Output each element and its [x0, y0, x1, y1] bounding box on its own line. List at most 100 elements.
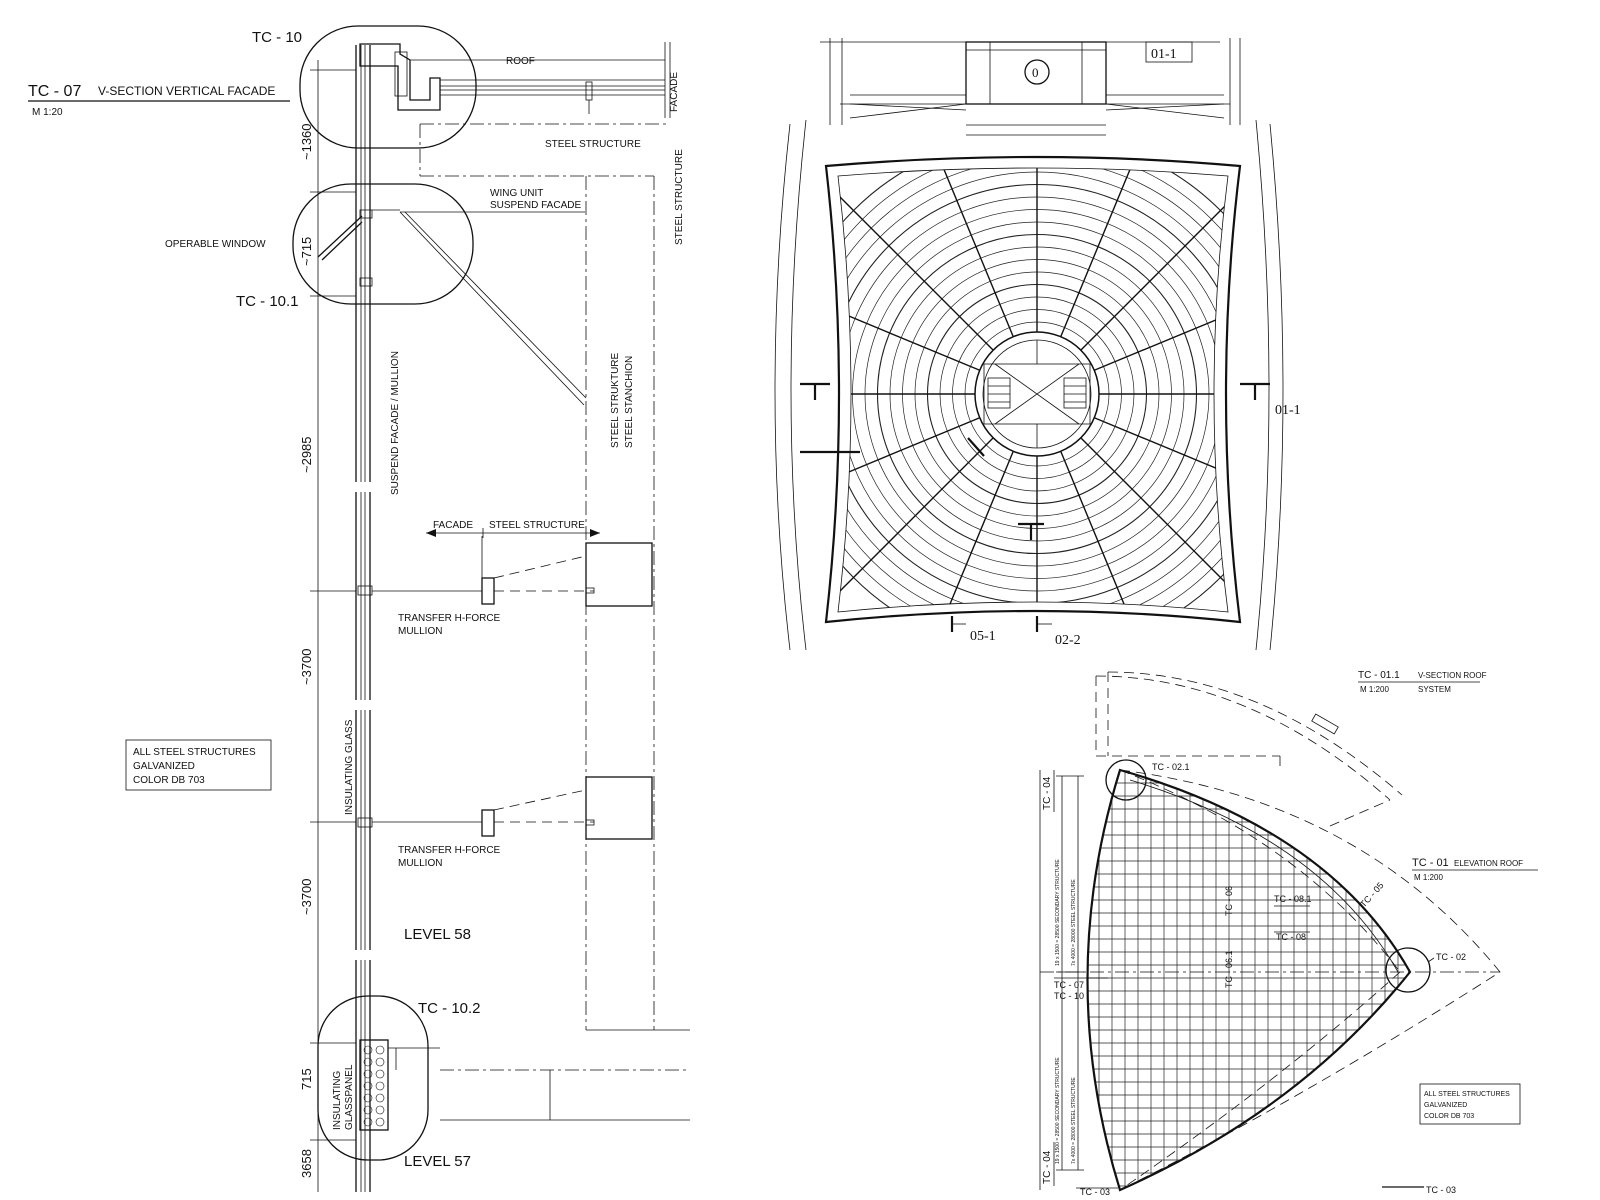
plan-section-cuts: [800, 382, 1270, 632]
roof-elevation-title: ELEVATION ROOF: [1454, 859, 1523, 868]
roof-triangle-panel: [1086, 768, 1412, 1192]
callout-tc101: TC - 10.1: [236, 183, 474, 310]
roof-dim-label-2: 7x 4000 = 28000 STEEL STRUCTURE: [1071, 879, 1077, 966]
steel-note-box: ALL STEEL STRUCTURES GALVANIZED COLOR DB…: [125, 739, 272, 791]
roof-note-box: ALL STEEL STRUCTURES GALVANIZED COLOR DB…: [1419, 1083, 1521, 1125]
callout-tc10-label: TC - 10: [252, 29, 302, 46]
dim-715-bottom: 715: [299, 1068, 314, 1090]
plan-spoke: [1060, 451, 1153, 612]
callout-tc102: TC - 10.2: [317, 995, 481, 1161]
plan-section-mark-bottom-left: 05-1: [970, 629, 996, 644]
plan-spoke: [921, 168, 1014, 337]
roof-section-scale: M 1:200: [1360, 685, 1389, 694]
roof-left-dimensions: 19 x 1500 = 28500 SECONDARY STRUCTURE 7x…: [1039, 770, 1084, 1190]
plan-spoke: [838, 437, 994, 607]
label-wing-unit: WING UNIT: [490, 188, 543, 199]
roof-elevation-scale: M 1:200: [1414, 873, 1443, 882]
label-operable-window: OPERABLE WINDOW: [165, 239, 266, 250]
label-steel-structure-top: STEEL STRUCTURE: [545, 139, 641, 150]
roof-callout-tc03-left: TC - 03: [1080, 1187, 1110, 1197]
roof-section-title-1: V-SECTION ROOF: [1418, 671, 1487, 680]
section-title-code: TC - 07: [28, 83, 81, 100]
plan-spoke: [1094, 417, 1228, 510]
dim-715-top: ~715: [299, 237, 314, 266]
dim-1360: ~1360: [299, 123, 314, 160]
label-transfer-2b: MULLION: [398, 858, 442, 869]
roof-dim-label-4: 7x 4000 = 28000 STEEL STRUCTURE: [1071, 1077, 1077, 1164]
plan-top-elevation: 0 01-1: [820, 38, 1241, 136]
section-title-text: V-SECTION VERTICAL FACADE: [98, 84, 275, 98]
plan-spoke: [838, 278, 980, 371]
section-scale: M 1:20: [32, 107, 63, 118]
label-insulating-glasspanel-2: GLASSPANEL: [344, 1064, 355, 1130]
plan-spoke: [1060, 168, 1153, 337]
plan-radial-spokes: [838, 168, 1228, 612]
label-insulating-glass: INSULATING GLASS: [344, 719, 355, 815]
plan-spoke: [838, 417, 980, 510]
roof-callout-tc021: TC - 02.1: [1152, 762, 1190, 772]
label-transfer-1b: MULLION: [398, 626, 442, 637]
roof-callout-tc06: TC - 06: [1224, 886, 1234, 916]
label-transfer-2a: TRANSFER H-FORCE: [398, 845, 501, 856]
roof-section-title-2: SYSTEM: [1418, 685, 1451, 694]
roof-dim-label-1: 19 x 1500 = 28500 SECONDARY STRUCTURE: [1055, 859, 1061, 966]
plan-spoke: [921, 451, 1014, 612]
roof-callout-tc03-right: TC - 03: [1426, 1185, 1456, 1195]
label-facade-vertical: FACADE: [669, 72, 680, 112]
roof-callout-tc061: TC - 06.1: [1224, 950, 1234, 988]
label-roof: ROOF: [506, 56, 535, 67]
facade-glass-lines: [352, 45, 374, 1192]
label-steel-stanchion: STEEL STANCHION: [624, 356, 635, 448]
callout-tc101-label: TC - 10.1: [236, 293, 299, 310]
roof-note-line-1: ALL STEEL STRUCTURES: [1424, 1091, 1510, 1098]
roof-elevation: TC - 01.1 V-SECTION ROOF M 1:200 SYSTEM …: [1039, 670, 1538, 1197]
plan-center-core: [974, 331, 1100, 457]
dim-3700-a: ~3700: [299, 648, 314, 685]
plan-section-mark-bottom-right: 02-2: [1055, 633, 1081, 648]
label-insulating-glasspanel-1: INSULATING: [332, 1071, 343, 1130]
roof-note-line-2: GALVANIZED: [1424, 1102, 1467, 1109]
dim-3658: 3658: [299, 1149, 314, 1178]
roof-callout-tc07: TC - 07: [1054, 980, 1084, 990]
label-level-58: LEVEL 58: [404, 926, 471, 943]
label-suspend-facade-mullion: SUSPEND FACADE / MULLION: [390, 351, 401, 495]
facade-steel-arrow: [426, 528, 600, 538]
roof-callout-circle-tc021: [1105, 759, 1147, 801]
vertical-dimension-chain: ~1360 ~715 ~2985 ~3700 ~3700 715 3658: [299, 60, 356, 1192]
plan-section-mark-top: 01-1: [1151, 47, 1177, 62]
plan-spoke: [1094, 278, 1228, 371]
roof-callout-tc10: TC - 10: [1054, 991, 1084, 1001]
label-facade-arrow: FACADE: [433, 520, 473, 531]
label-transfer-1a: TRANSFER H-FORCE: [398, 613, 501, 624]
plan-section-mark-right: 01-1: [1275, 403, 1301, 418]
note-line-2: GALVANIZED: [133, 761, 195, 772]
label-steel-structure-arrow: STEEL STRUCTURE: [489, 520, 585, 531]
roof-callout-circle-tc02: [1385, 947, 1431, 993]
insulation-hatch: [363, 1045, 385, 1127]
roof-callout-tc08: TC - 08: [1276, 932, 1306, 942]
plan-detail-symbol: 0: [1032, 65, 1039, 80]
plan-outer-boundary: [824, 155, 1242, 624]
plan-spoke: [1080, 437, 1228, 607]
roof-section-code: TC - 01.1: [1358, 670, 1400, 681]
roof-callout-tc05: TC - 05: [1358, 880, 1386, 909]
roof-callout-tc04-bottom: TC - 04: [1042, 1150, 1053, 1184]
roof-elevation-code: TC - 01: [1412, 857, 1449, 869]
roof-callout-tc02: TC - 02: [1436, 952, 1466, 962]
dim-2985: ~2985: [299, 436, 314, 473]
roof-callout-tc04-top: TC - 04: [1042, 776, 1053, 810]
label-steel-structure-vertical: STEEL STRUCTURE: [674, 149, 685, 245]
facade-section: TC - 07 V-SECTION VERTICAL FACADE M 1:20…: [28, 25, 690, 1192]
roof-dim-label-3: 19 x 1500 = 28500 SECONDARY STRUCTURE: [1055, 1057, 1061, 1164]
plan-spoke: [1080, 181, 1228, 351]
roof-note-line-3: COLOR DB 703: [1424, 1113, 1474, 1120]
roof-section-outline: [1095, 671, 1403, 827]
note-line-3: COLOR DB 703: [133, 775, 205, 786]
transfer-connection-2: [357, 776, 653, 840]
plan-spoke: [838, 181, 994, 351]
note-line-1: ALL STEEL STRUCTURES: [133, 747, 256, 758]
label-wing-unit-suspend: SUSPEND FACADE: [490, 200, 581, 211]
transfer-connection-1: [357, 536, 653, 607]
callout-tc10: TC - 10: [252, 25, 671, 149]
